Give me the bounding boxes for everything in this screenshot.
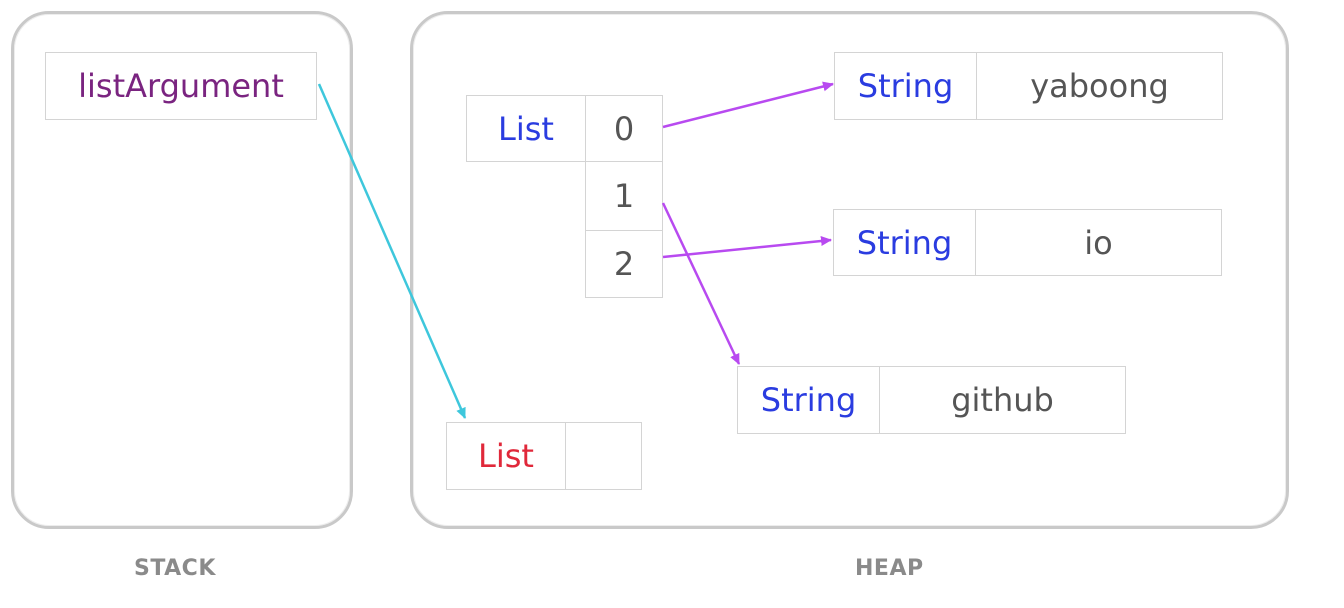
string-value-github: github xyxy=(879,366,1126,434)
list-index-2: 2 xyxy=(585,230,663,298)
stack-variable-listArgument: listArgument xyxy=(45,52,317,120)
string-value-io: io xyxy=(975,209,1222,276)
new-list-type-cell: List xyxy=(446,422,566,490)
new-list-value-cell xyxy=(565,422,642,490)
list-index-0: 0 xyxy=(585,95,663,162)
heap-label: HEAP xyxy=(855,556,924,581)
string-type-cell-io: String xyxy=(833,209,976,276)
stack-label: STACK xyxy=(134,556,216,581)
string-type-cell-github: String xyxy=(737,366,880,434)
list-type-cell: List xyxy=(466,95,586,162)
list-index-1: 1 xyxy=(585,161,663,231)
string-type-cell-yaboong: String xyxy=(834,52,977,120)
string-value-yaboong: yaboong xyxy=(976,52,1223,120)
